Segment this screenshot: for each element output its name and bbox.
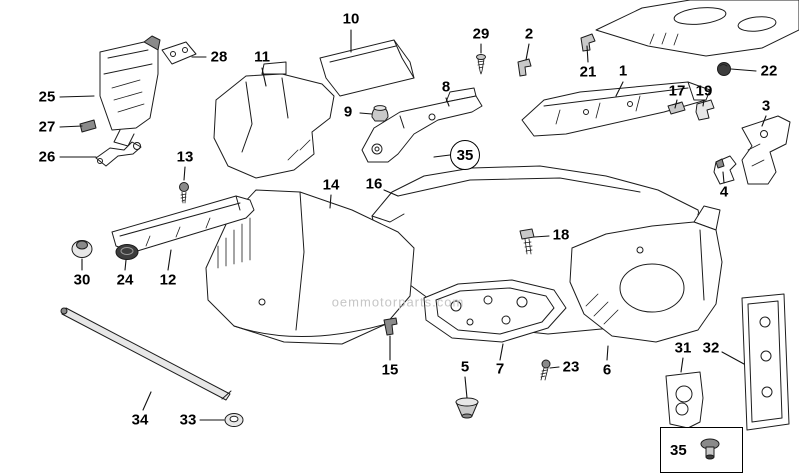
callout-11[interactable]: 11 bbox=[254, 48, 270, 66]
leader-line bbox=[674, 99, 678, 109]
leader-line bbox=[59, 125, 83, 128]
leader-line bbox=[59, 95, 95, 98]
part-25-bracket[interactable] bbox=[99, 35, 161, 147]
plug-icon bbox=[700, 438, 720, 460]
leader-line bbox=[761, 115, 767, 127]
leader-line bbox=[464, 376, 468, 399]
callout-8[interactable]: 8 bbox=[441, 78, 451, 96]
callout-31[interactable]: 31 bbox=[674, 339, 692, 357]
part-2-clip[interactable] bbox=[517, 58, 532, 77]
part-23-screw[interactable] bbox=[540, 359, 551, 381]
callout-35-label: 35 bbox=[456, 146, 474, 164]
part-11-side-trim[interactable] bbox=[213, 61, 335, 179]
part-10-cover-panel[interactable] bbox=[319, 39, 415, 97]
legend-callout-35: 35 bbox=[670, 441, 687, 459]
leader-line bbox=[533, 235, 550, 238]
part-parcel-shelf[interactable] bbox=[595, 0, 799, 57]
callout-35-circled[interactable]: 35 bbox=[450, 140, 480, 170]
leader-lines bbox=[59, 29, 767, 421]
leader-line bbox=[549, 366, 560, 369]
leader-line bbox=[586, 45, 589, 63]
part-34-rod[interactable] bbox=[60, 307, 232, 401]
callout-22[interactable]: 22 bbox=[760, 62, 778, 80]
part-26-lever[interactable] bbox=[95, 141, 142, 167]
callout-26[interactable]: 26 bbox=[38, 148, 56, 166]
callout-16[interactable]: 16 bbox=[365, 175, 383, 193]
part-33-washer[interactable] bbox=[224, 413, 244, 427]
callout-12[interactable]: 12 bbox=[159, 271, 177, 289]
part-19-clip[interactable] bbox=[695, 99, 715, 121]
callout-10[interactable]: 10 bbox=[342, 10, 360, 28]
callout-15[interactable]: 15 bbox=[381, 361, 399, 379]
part-15-clip[interactable] bbox=[383, 317, 398, 336]
part-28-plate[interactable] bbox=[161, 41, 197, 65]
part-14-insulation-panel[interactable] bbox=[205, 189, 415, 345]
part-13-screw[interactable] bbox=[179, 182, 189, 204]
callout-2[interactable]: 2 bbox=[524, 25, 534, 43]
part-9-grommet[interactable] bbox=[371, 105, 389, 122]
leader-line bbox=[445, 97, 450, 107]
part-6-side-insulation[interactable] bbox=[569, 205, 723, 343]
part-29-screw[interactable] bbox=[476, 54, 486, 75]
part-27-clip[interactable] bbox=[79, 119, 97, 133]
callout-18[interactable]: 18 bbox=[552, 226, 570, 244]
callout-32[interactable]: 32 bbox=[702, 339, 720, 357]
leader-line bbox=[499, 343, 504, 361]
callout-27[interactable]: 27 bbox=[38, 118, 56, 136]
leader-line bbox=[124, 259, 127, 271]
callout-30[interactable]: 30 bbox=[73, 271, 91, 289]
leader-line bbox=[721, 351, 745, 365]
part-4-clip[interactable] bbox=[713, 155, 737, 185]
callout-3[interactable]: 3 bbox=[761, 97, 771, 115]
callout-14[interactable]: 14 bbox=[322, 176, 340, 194]
callout-19[interactable]: 19 bbox=[695, 82, 713, 100]
leader-line bbox=[615, 81, 624, 97]
leader-line bbox=[383, 189, 399, 197]
leader-line bbox=[142, 391, 152, 411]
part-31-pad[interactable] bbox=[665, 371, 704, 429]
leader-line bbox=[730, 68, 757, 72]
leader-line bbox=[261, 67, 267, 87]
leader-line bbox=[722, 171, 725, 184]
part-21-clip[interactable] bbox=[580, 33, 596, 52]
callout-4[interactable]: 4 bbox=[719, 183, 729, 201]
leader-line bbox=[702, 99, 705, 107]
part-8-bracket[interactable] bbox=[361, 87, 483, 163]
leader-line bbox=[359, 112, 373, 115]
callout-28[interactable]: 28 bbox=[210, 48, 228, 66]
leader-line bbox=[606, 345, 609, 361]
legend-box-35[interactable]: 35 bbox=[660, 427, 743, 473]
callout-23[interactable]: 23 bbox=[562, 358, 580, 376]
callout-34[interactable]: 34 bbox=[131, 411, 149, 429]
callout-25[interactable]: 25 bbox=[38, 88, 56, 106]
leader-line bbox=[525, 43, 530, 61]
callout-24[interactable]: 24 bbox=[116, 271, 134, 289]
callout-6[interactable]: 6 bbox=[602, 361, 612, 379]
leader-line bbox=[183, 166, 186, 181]
part-24-cap[interactable] bbox=[115, 244, 139, 260]
part-1-rear-trim-panel[interactable] bbox=[521, 81, 711, 137]
part-32-strip[interactable] bbox=[741, 293, 790, 431]
leader-line bbox=[680, 357, 684, 373]
part-22-plug[interactable] bbox=[717, 62, 731, 76]
callout-33[interactable]: 33 bbox=[179, 411, 197, 429]
callout-17[interactable]: 17 bbox=[668, 82, 686, 100]
part-5-plug[interactable] bbox=[455, 397, 479, 419]
leader-line bbox=[329, 194, 332, 209]
callout-7[interactable]: 7 bbox=[495, 360, 505, 378]
callout-13[interactable]: 13 bbox=[176, 148, 194, 166]
part-30-grommet[interactable] bbox=[71, 240, 93, 258]
part-3-bracket[interactable] bbox=[741, 115, 791, 185]
callout-21[interactable]: 21 bbox=[579, 63, 597, 81]
part-7-floor-mat[interactable] bbox=[423, 279, 567, 343]
leader-line bbox=[433, 154, 451, 158]
callout-9[interactable]: 9 bbox=[343, 103, 353, 121]
callout-5[interactable]: 5 bbox=[460, 358, 470, 376]
leader-line bbox=[167, 249, 172, 271]
callout-1[interactable]: 1 bbox=[618, 62, 628, 80]
callout-29[interactable]: 29 bbox=[472, 25, 490, 43]
